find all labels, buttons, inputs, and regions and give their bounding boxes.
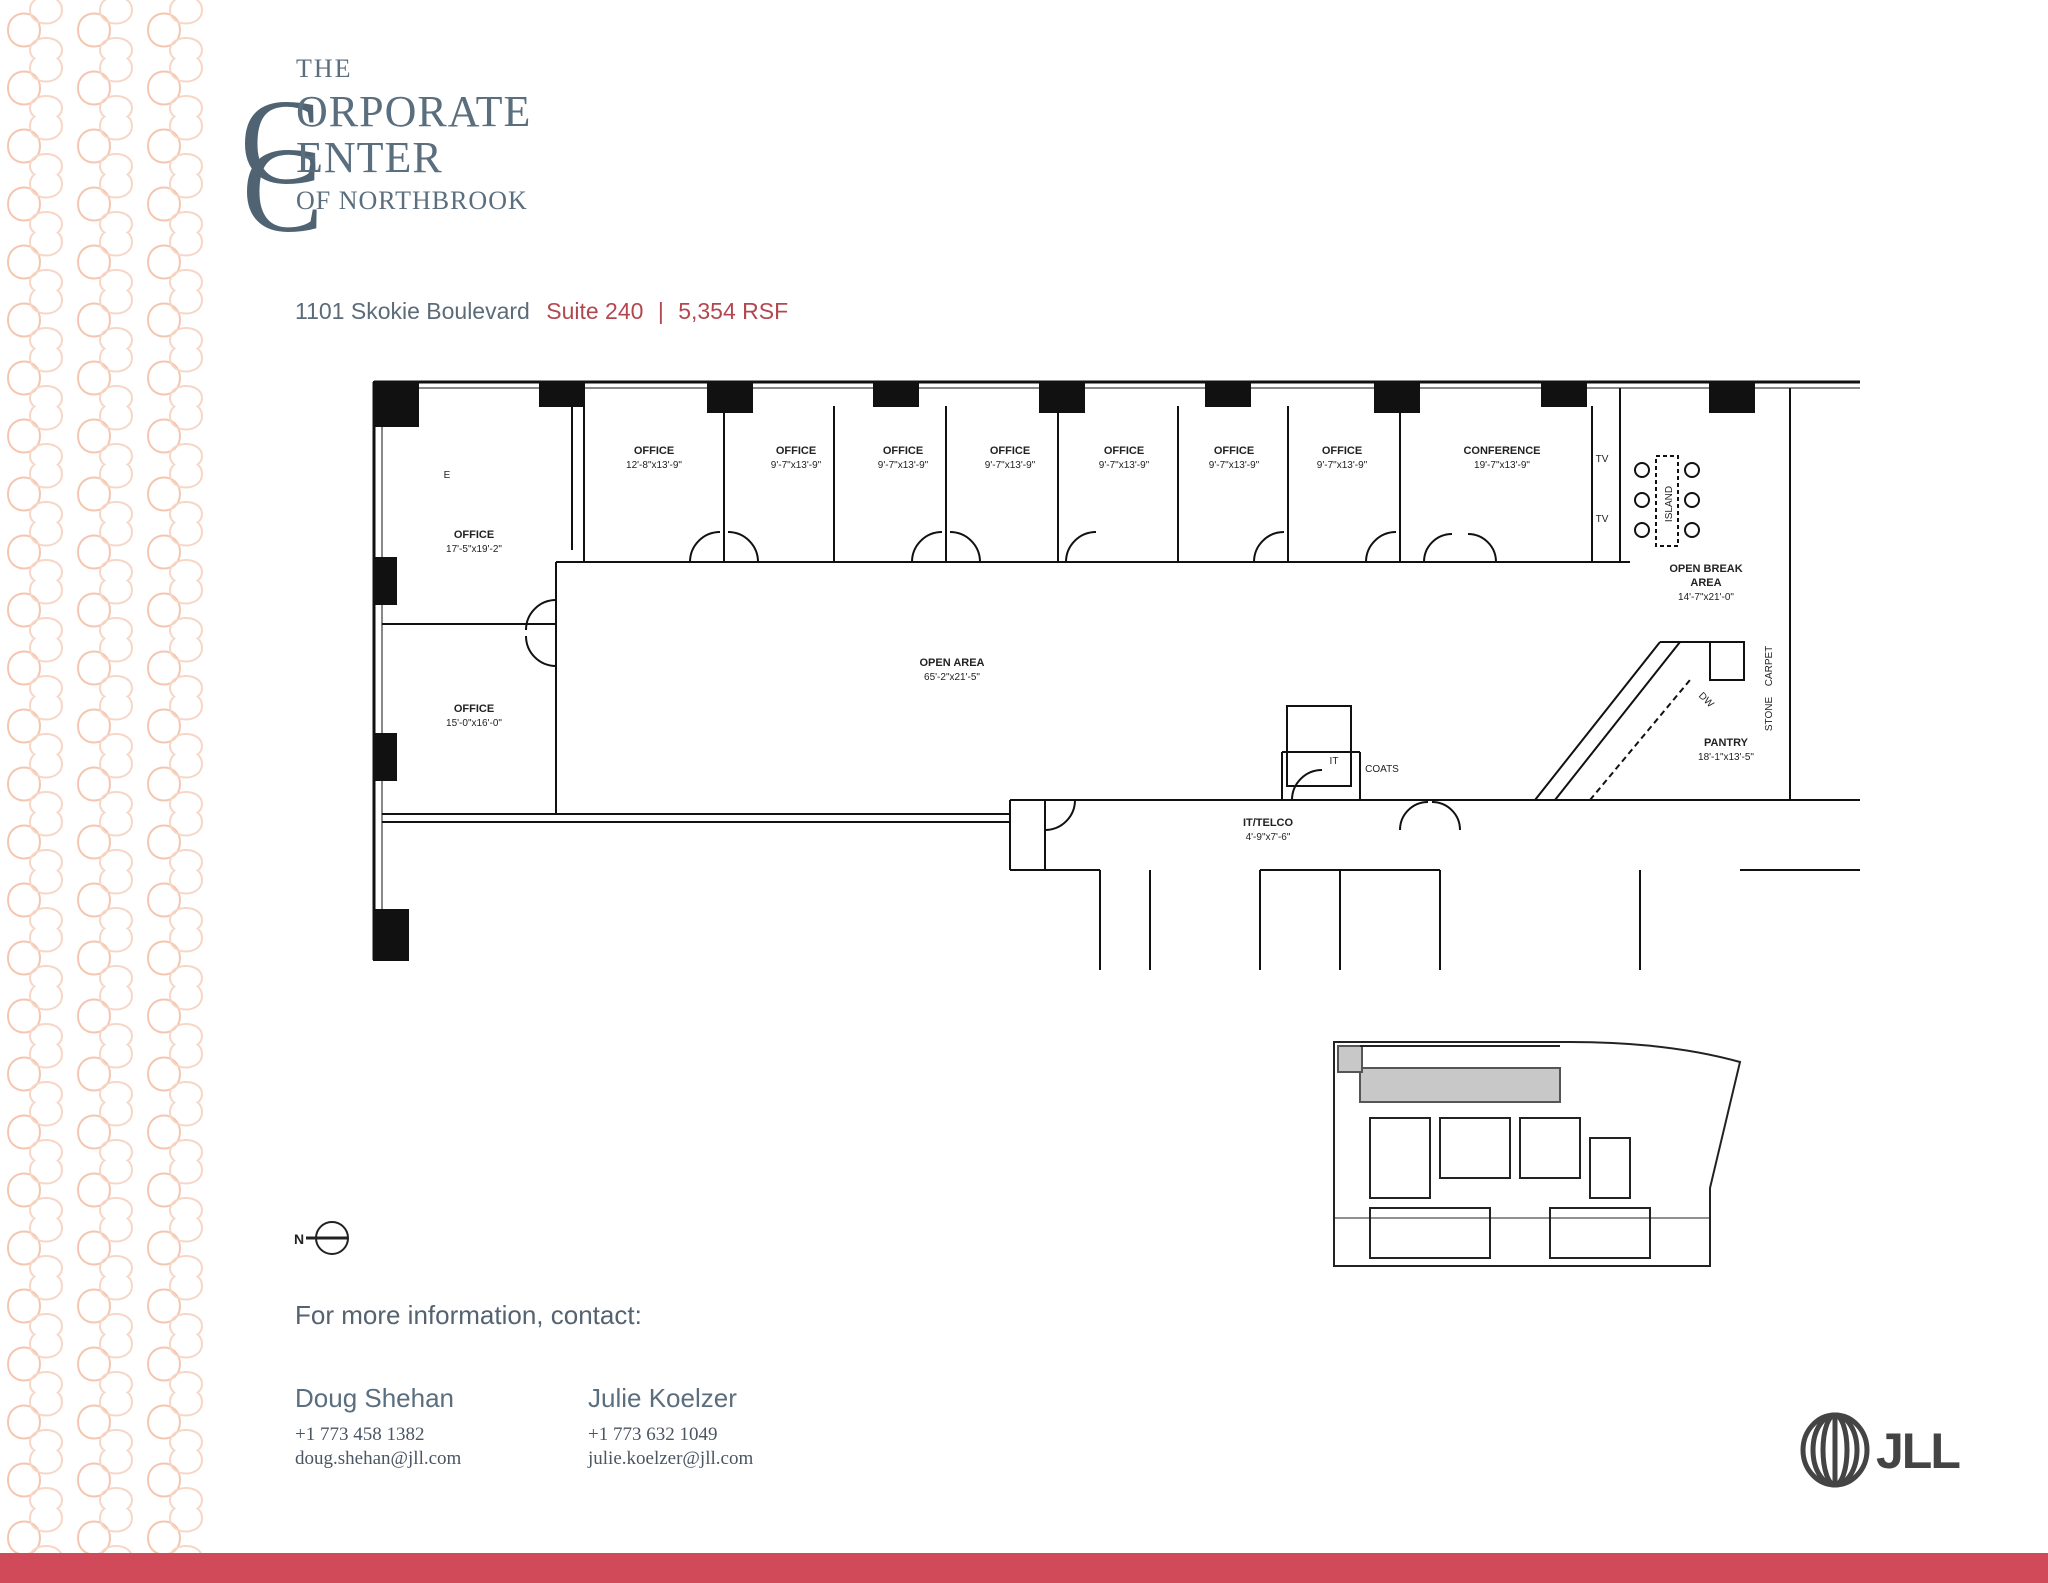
- corporate-center-logo: THE C C ORPORATE ENTER OF NORTHBROOK: [240, 48, 570, 252]
- room-office-6-label: OFFICE: [1214, 445, 1254, 457]
- decorative-pattern: [0, 0, 210, 1553]
- room-office-2-label: OFFICE: [776, 445, 816, 457]
- jll-logo: JLL: [1800, 1412, 1961, 1492]
- room-office-9-label: OFFICE: [454, 703, 494, 715]
- logo-big-c-1: C: [240, 75, 322, 210]
- contact-email[interactable]: doug.shehan@jll.com: [295, 1448, 462, 1469]
- contact-name: Doug Shehan: [295, 1383, 455, 1413]
- listing-address: 1101 Skokie Boulevard: [295, 298, 530, 324]
- room-office-6-dims: 9'-7"x13'-9": [1209, 460, 1260, 471]
- room-office-9-dims: 15'-0"x16'-0": [446, 718, 502, 729]
- tv-label-2: TV: [1596, 514, 1609, 525]
- room-office-8-dims: 17'-5"x19'-2": [446, 544, 502, 555]
- room-office-8-label: OFFICE: [454, 529, 494, 541]
- room-office-4-dims: 9'-7"x13'-9": [985, 460, 1036, 471]
- room-office-5-label: OFFICE: [1104, 445, 1144, 457]
- room-break-area-label-2: AREA: [1690, 577, 1721, 589]
- room-office-3-label: OFFICE: [883, 445, 923, 457]
- room-office-4-label: OFFICE: [990, 445, 1030, 457]
- it-label: IT: [1330, 756, 1339, 767]
- stone-label: STONE: [1764, 697, 1775, 732]
- room-break-area-label: OPEN BREAK: [1669, 563, 1742, 575]
- floor-plan: OFFICE 12'-8"x13'-9" OFFICE 9'-7"x13'-9"…: [372, 380, 1860, 970]
- room-office-7-dims: 9'-7"x13'-9": [1317, 460, 1368, 471]
- room-office-7-label: OFFICE: [1322, 445, 1362, 457]
- room-it-telco-dims: 4'-9"x7'-6": [1246, 832, 1291, 843]
- room-pantry-dims: 18'-1"x13'-5": [1698, 752, 1754, 763]
- contact-name: Julie Koelzer: [588, 1383, 737, 1413]
- room-conference-dims: 19'-7"x13'-9": [1474, 460, 1530, 471]
- listing-address-line: 1101 Skokie Boulevard Suite 240 | 5,354 …: [295, 298, 788, 325]
- contact-card: Julie Koelzer +1 773 632 1049 julie.koel…: [588, 1383, 753, 1470]
- room-pantry-label: PANTRY: [1704, 737, 1749, 749]
- contact-phone[interactable]: +1 773 632 1049: [588, 1424, 718, 1445]
- logo-big-c-2: C: [242, 123, 324, 258]
- room-conference-label: CONFERENCE: [1463, 445, 1540, 457]
- jll-mark-icon: [1800, 1412, 1870, 1488]
- dw-label: DW: [1696, 690, 1716, 710]
- room-office-2-dims: 9'-7"x13'-9": [771, 460, 822, 471]
- carpet-label: CARPET: [1764, 646, 1775, 687]
- logo-center: ENTER: [296, 133, 443, 182]
- e-label: E: [444, 470, 451, 481]
- room-office-5-dims: 9'-7"x13'-9": [1099, 460, 1150, 471]
- logo-the: THE: [296, 54, 353, 83]
- contact-email[interactable]: julie.koelzer@jll.com: [588, 1448, 754, 1469]
- compass-label: N: [294, 1231, 304, 1247]
- north-arrow-icon: N: [294, 1221, 349, 1255]
- tv-label-1: TV: [1596, 454, 1609, 465]
- listing-rsf: 5,354 RSF: [678, 298, 789, 324]
- contact-phone[interactable]: +1 773 458 1382: [295, 1424, 425, 1445]
- room-office-1-dims: 12'-8"x13'-9": [626, 460, 682, 471]
- room-break-area-dims: 14'-7"x21'-0": [1678, 592, 1734, 603]
- room-open-area-dims: 65'-2"x21'-5": [924, 672, 980, 683]
- key-plan: [1333, 1041, 1742, 1267]
- room-it-telco-label: IT/TELCO: [1243, 817, 1294, 829]
- logo-corporate: ORPORATE: [296, 87, 532, 136]
- room-open-area-label: OPEN AREA: [920, 657, 985, 669]
- contact-card: Doug Shehan +1 773 458 1382 doug.shehan@…: [295, 1383, 461, 1470]
- contact-heading: For more information, contact:: [295, 1300, 642, 1330]
- listing-separator: |: [657, 298, 664, 324]
- logo-of-northbrook: OF NORTHBROOK: [296, 186, 528, 215]
- footer-bar: [0, 1553, 2048, 1583]
- island-label: ISLAND: [1664, 486, 1675, 522]
- jll-wordmark: JLL: [1876, 1423, 1961, 1479]
- room-office-1-label: OFFICE: [634, 445, 674, 457]
- listing-suite: Suite 240: [546, 298, 644, 324]
- coats-label: COATS: [1365, 764, 1399, 775]
- room-office-3-dims: 9'-7"x13'-9": [878, 460, 929, 471]
